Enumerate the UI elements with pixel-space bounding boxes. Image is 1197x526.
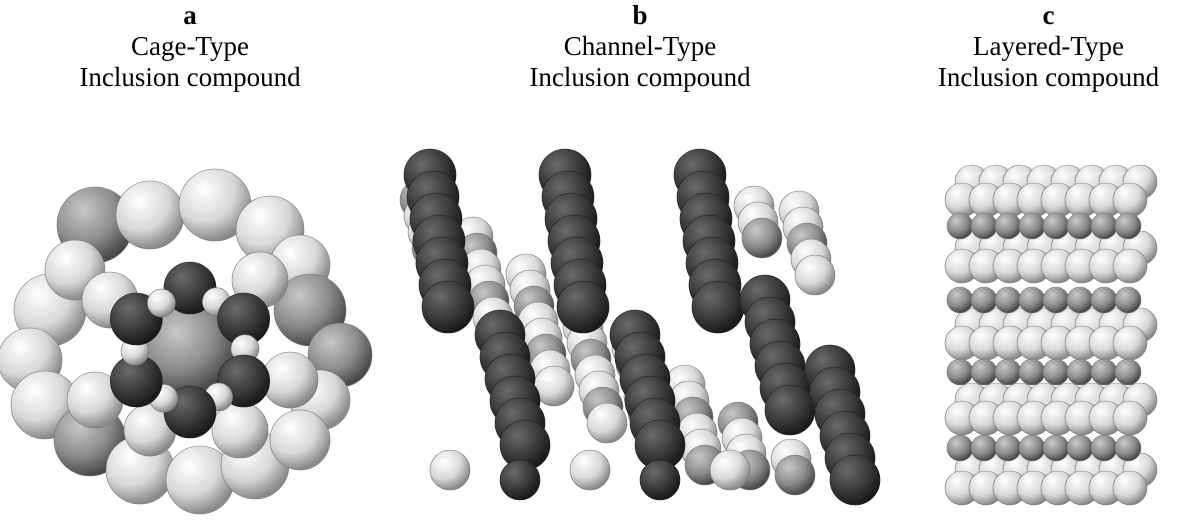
panel-c: c Layered-Type Inclusion compound xyxy=(900,0,1197,526)
cage-type-molecule-image xyxy=(0,0,380,526)
layered-type-molecule-image xyxy=(900,0,1197,526)
panel-a: a Cage-Type Inclusion compound xyxy=(0,0,380,526)
channel-type-molecule-image xyxy=(380,0,900,526)
panel-b: b Channel-Type Inclusion compound xyxy=(380,0,900,526)
